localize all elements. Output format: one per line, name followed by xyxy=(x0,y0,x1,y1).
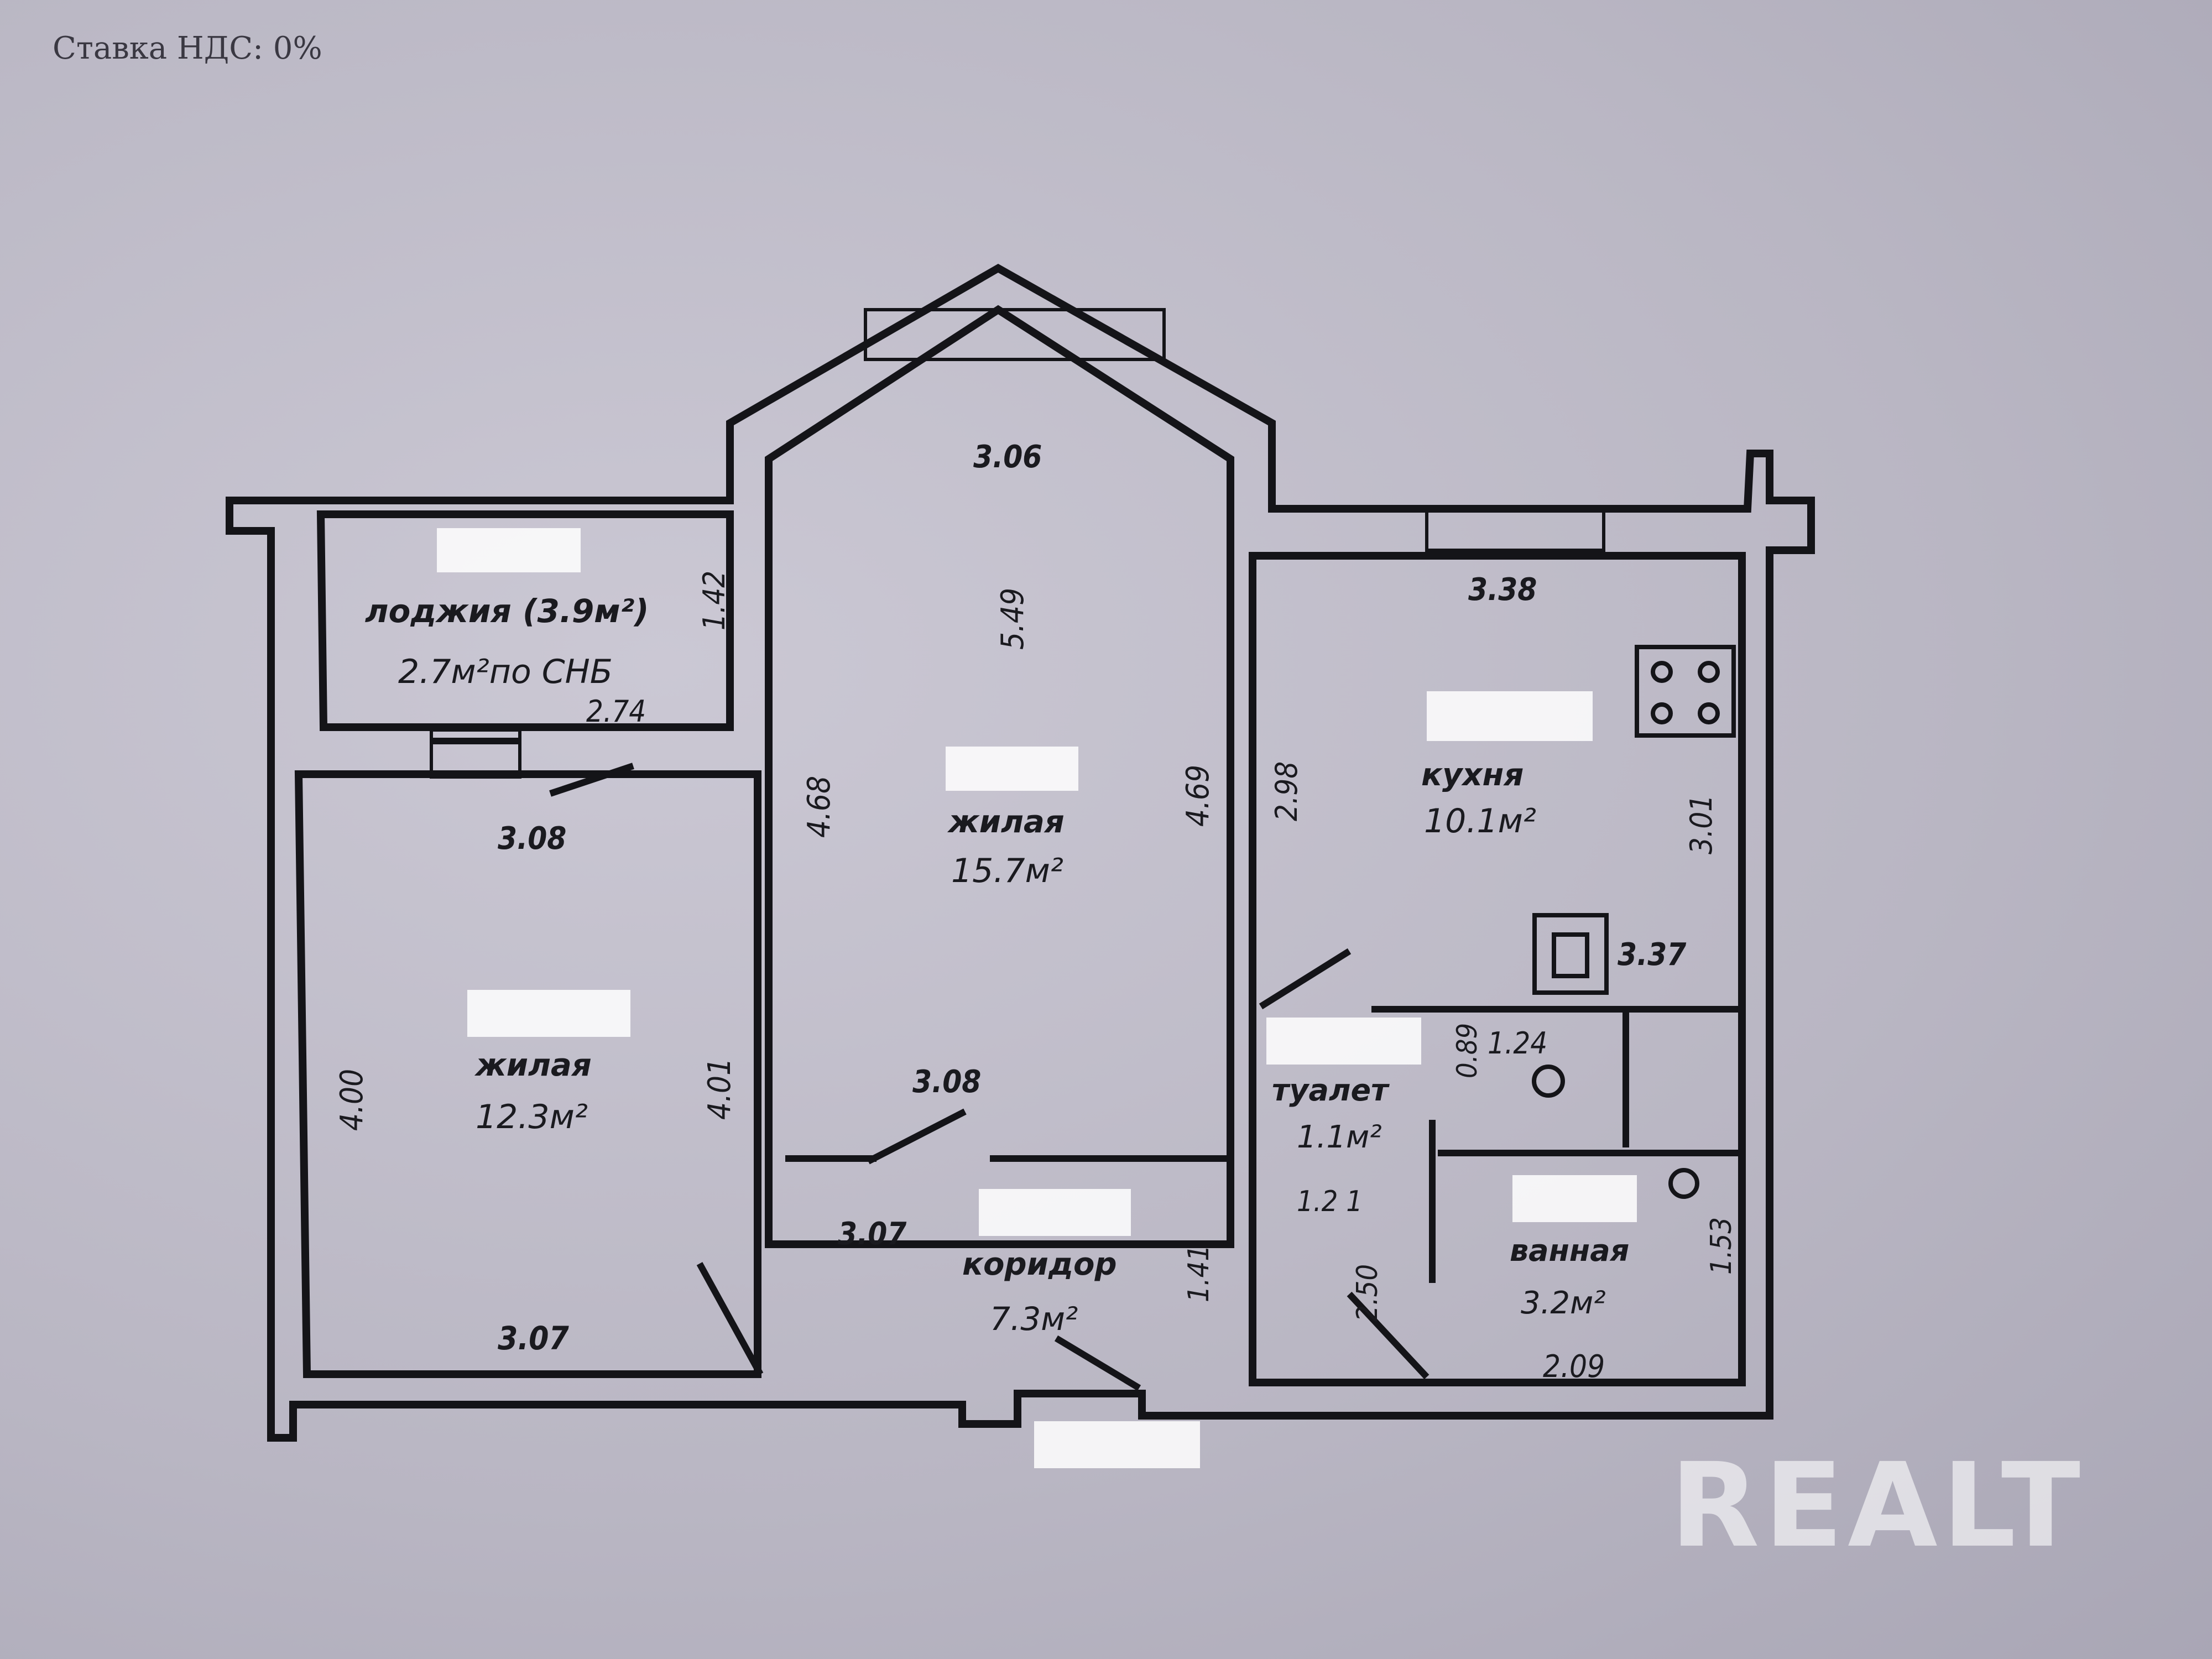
loggia-area: 2.7м²по СНБ xyxy=(398,653,613,691)
left-door-swing xyxy=(696,1262,764,1376)
corridor-label: коридор xyxy=(962,1246,1117,1282)
living-center-area: 15.7м² xyxy=(951,852,1063,890)
living-center-label: жилая xyxy=(947,804,1065,840)
dim-left-height-a: 4.00 xyxy=(334,1069,370,1131)
redaction-patch xyxy=(1034,1421,1200,1468)
corridor-area: 7.3м² xyxy=(990,1300,1078,1338)
dim-toilet-w: 1.24 xyxy=(1488,1026,1547,1061)
redaction-patch xyxy=(979,1189,1131,1236)
living-left-label: жилая xyxy=(474,1047,592,1083)
bath-label: ванная xyxy=(1510,1233,1629,1268)
dim-corridor-diag: 2.50 xyxy=(1351,1264,1384,1322)
redaction-patch xyxy=(437,528,581,572)
stove xyxy=(1635,645,1736,738)
dim-kitchen-right-h: 3.01 xyxy=(1684,795,1719,854)
loggia-label: лоджия (3.9м²) xyxy=(365,592,649,630)
inner-wall xyxy=(316,510,734,731)
dim-center-bottom: 3.07 xyxy=(838,1216,906,1252)
dim-center-left-h: 4.68 xyxy=(801,776,837,838)
dim-loggia-width: 2.74 xyxy=(586,694,646,729)
dim-corridor-w: 1.41 xyxy=(1182,1245,1215,1302)
center-door-swing xyxy=(867,1108,967,1165)
window-loggia xyxy=(430,728,521,779)
realt-watermark: REALT xyxy=(1670,1438,2085,1573)
dim-toilet-h: 0.89 xyxy=(1451,1023,1483,1078)
dim-center-diag: 5.49 xyxy=(995,588,1031,650)
dim-center-inner: 3.08 xyxy=(912,1064,981,1100)
bath-fixture xyxy=(1668,1168,1699,1199)
loggia-door-swing xyxy=(549,763,634,797)
dim-kitchen-bottom: 3.37 xyxy=(1618,937,1686,973)
bath-door-swing xyxy=(1347,1291,1430,1380)
sink xyxy=(1532,913,1609,995)
dim-left-bottom: 3.07 xyxy=(498,1319,569,1357)
dim-loggia-height: 1.42 xyxy=(697,571,732,630)
toilet-area: 1.1м² xyxy=(1297,1119,1382,1155)
dim-center-top: 3.06 xyxy=(973,439,1042,475)
window-top xyxy=(864,308,1166,361)
redaction-patch xyxy=(1427,691,1593,741)
kitchen-area: 10.1м² xyxy=(1424,802,1536,841)
dim-kitchen-left-h: 2.98 xyxy=(1269,761,1304,821)
entry-diag xyxy=(1054,1335,1141,1391)
redaction-patch xyxy=(1266,1018,1421,1065)
dim-toilet-extra: 1.2 1 xyxy=(1297,1185,1363,1218)
bath-area: 3.2м² xyxy=(1521,1285,1606,1321)
redaction-patch xyxy=(467,990,630,1037)
dim-left-height-b: 4.01 xyxy=(702,1058,738,1120)
window-kitchen xyxy=(1425,507,1605,552)
dim-bath-h: 1.53 xyxy=(1705,1217,1738,1275)
kitchen-label: кухня xyxy=(1421,757,1524,793)
living-left-area: 12.3м² xyxy=(476,1098,588,1136)
toilet-fixture xyxy=(1532,1065,1565,1098)
kitchen-wall xyxy=(1249,552,1746,1386)
center-room-wall xyxy=(765,305,1234,1248)
redaction-patch xyxy=(1512,1175,1637,1222)
dim-center-right-h: 4.69 xyxy=(1180,765,1216,827)
outer-wall xyxy=(226,263,1815,1442)
kitchen-door-swing xyxy=(1259,948,1352,1010)
dim-kitchen-top: 3.38 xyxy=(1468,572,1537,608)
redaction-patch xyxy=(946,747,1078,791)
toilet-label: туалет xyxy=(1272,1073,1390,1108)
dim-bath-w: 2.09 xyxy=(1543,1349,1605,1385)
vat-rate-text: Ставка НДС: 0% xyxy=(53,30,322,66)
dim-left-top: 3.08 xyxy=(498,821,566,857)
